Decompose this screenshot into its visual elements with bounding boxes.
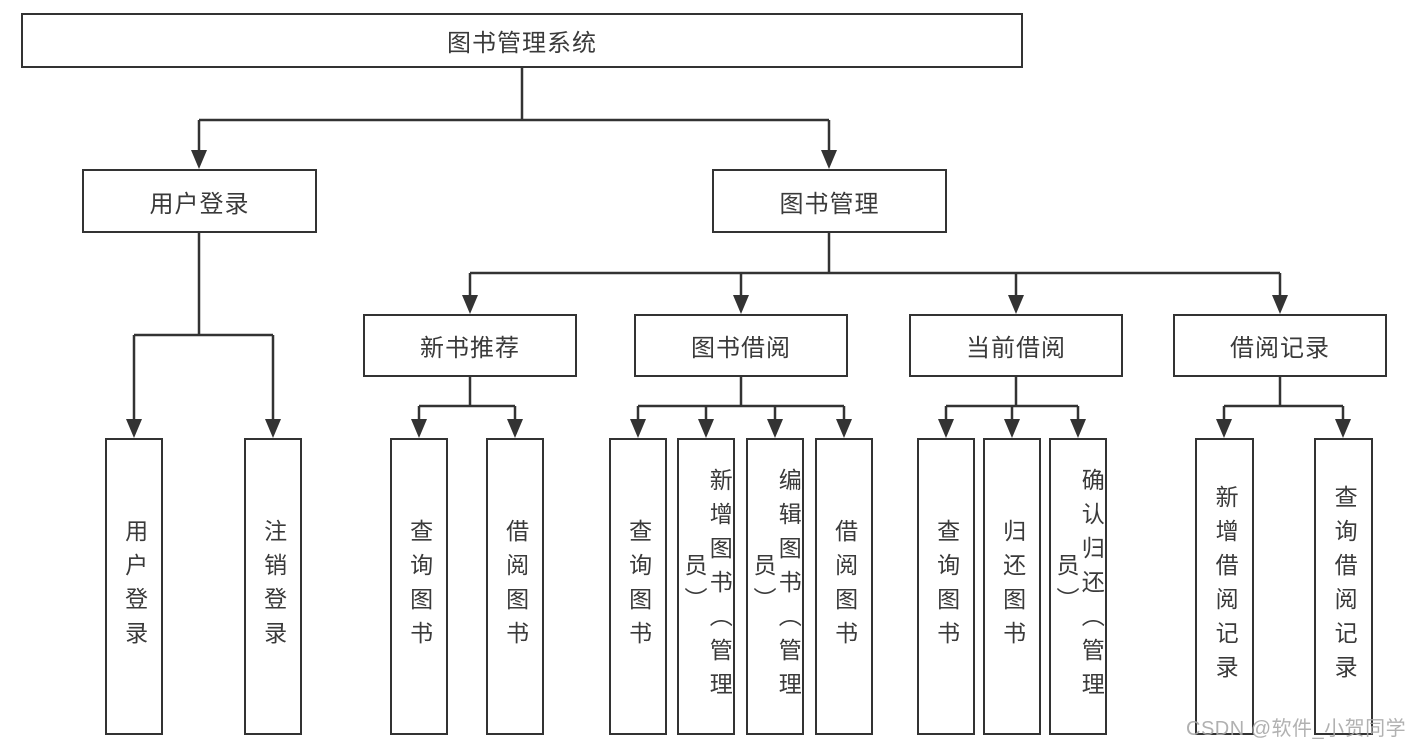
arrowhead-icon	[698, 419, 714, 438]
csdn-watermark: CSDN @软件_小贺同学	[1186, 718, 1405, 740]
leaf-user-login: 用户登录	[105, 438, 163, 735]
node-book-management: 图书管理	[712, 169, 947, 233]
leaf-edit-books-admin: 编辑图书（管理员）	[746, 438, 804, 735]
node-library-system: 图书管理系统	[21, 13, 1023, 68]
arrowhead-icon	[1335, 419, 1351, 438]
arrowhead-icon	[1216, 419, 1232, 438]
arrowhead-icon	[1070, 419, 1086, 438]
arrowhead-icon	[126, 419, 142, 438]
node-new-book-recommendation: 新书推荐	[363, 314, 577, 377]
arrowhead-icon	[462, 295, 478, 314]
arrowheads	[126, 150, 1351, 438]
arrowhead-icon	[836, 419, 852, 438]
node-borrowing-records: 借阅记录	[1173, 314, 1387, 377]
leaf-query-books-current: 查询图书	[917, 438, 975, 735]
leaf-add-books-admin: 新增图书（管理员）	[677, 438, 735, 735]
leaf-query-borrow-record: 查询借阅记录	[1314, 438, 1373, 735]
leaf-borrow-books-borrow: 借阅图书	[815, 438, 873, 735]
arrowhead-icon	[1272, 295, 1288, 314]
arrowhead-icon	[630, 419, 646, 438]
leaf-confirm-return-admin: 确认归还（管理员）	[1049, 438, 1107, 735]
leaf-add-borrow-record: 新增借阅记录	[1195, 438, 1254, 735]
arrowhead-icon	[821, 150, 837, 169]
node-user-login: 用户登录	[82, 169, 317, 233]
node-book-borrowing: 图书借阅	[634, 314, 848, 377]
arrowhead-icon	[1004, 419, 1020, 438]
tree-edges	[132, 68, 1345, 420]
leaf-borrow-books-recommend: 借阅图书	[486, 438, 544, 735]
leaf-query-books-recommend: 查询图书	[390, 438, 448, 735]
leaf-logout: 注销登录	[244, 438, 302, 735]
arrowhead-icon	[733, 295, 749, 314]
arrowhead-icon	[411, 419, 427, 438]
arrowhead-icon	[767, 419, 783, 438]
arrowhead-icon	[938, 419, 954, 438]
arrowhead-icon	[507, 419, 523, 438]
leaf-query-books-borrow: 查询图书	[609, 438, 667, 735]
leaf-return-books: 归还图书	[983, 438, 1041, 735]
arrowhead-icon	[265, 419, 281, 438]
node-current-borrowing: 当前借阅	[909, 314, 1123, 377]
arrowhead-icon	[1008, 295, 1024, 314]
arrowhead-icon	[191, 150, 207, 169]
